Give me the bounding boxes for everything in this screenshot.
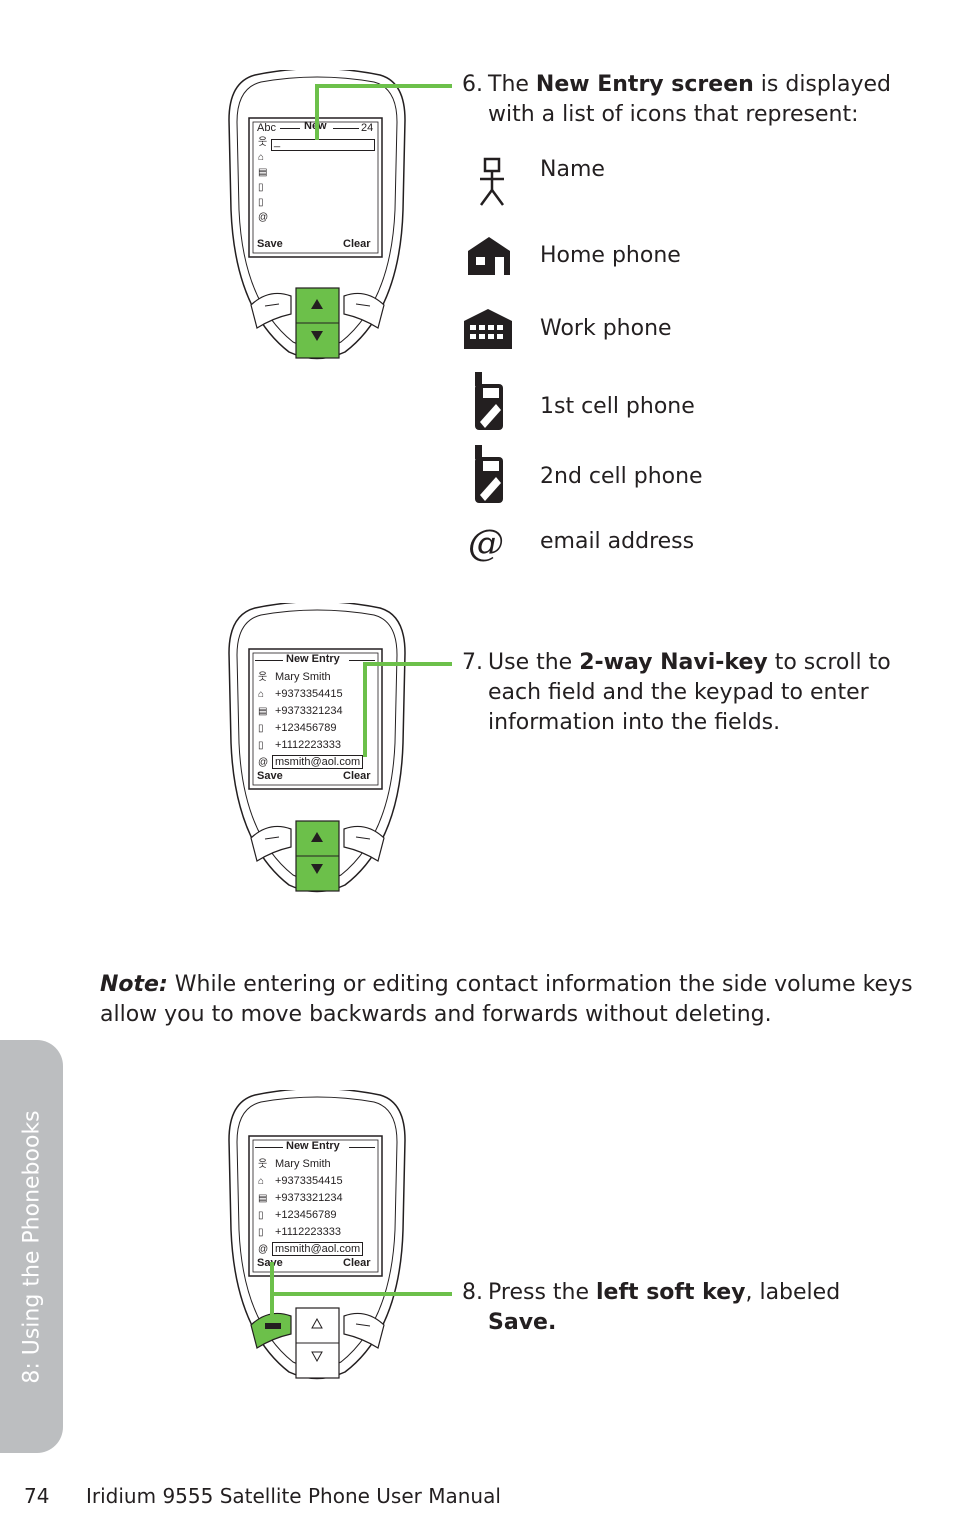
cell-phone-icon: ▯ [258,1210,264,1221]
at-sign-icon: @ [258,757,269,768]
cell-phone-icon: ▯ [258,740,264,751]
screen-title: New Entry [286,1140,340,1152]
email-field: msmith@aol.com [272,1242,364,1256]
person-icon: 웃 [258,137,268,148]
phone-illustration-1: Abc New 24 _ 웃⌂▤▯▯@ Save Clear [225,67,410,360]
screen-left-softkey-label: Save [257,238,283,250]
phone-body [228,67,406,360]
name-field: Mary Smith [275,671,331,683]
at-sign-icon: @ [258,212,269,223]
screen-left-softkey-label: Save [257,770,283,782]
screen-right-softkey-label: Clear [343,1257,371,1269]
email-field: msmith@aol.com [272,755,364,769]
screen-field-values: Mary Smith +9373354415 +9373321234 +1234… [272,669,364,771]
cell1-field: +123456789 [275,722,337,734]
legend-label-cell2: 2nd cell phone [540,464,703,489]
note-label: Note: [100,972,168,997]
phone-illustration-3: New Entry 웃 ⌂ ▤ ▯ ▯ @ Mary Smith +9373354415 … [225,1087,410,1380]
screen-icon-column: 웃 ⌂ ▤ ▯ ▯ @ [258,1156,268,1258]
page-number: 74 [24,1484,50,1508]
screen-title: New Entry [286,653,340,665]
cell2-field: +1112223333 [275,1226,341,1238]
work-phone-field: +9373321234 [275,1192,343,1204]
step-6: 6.The New Entry screen is displayed with… [462,72,891,127]
screen-right-softkey-label: Clear [343,770,371,782]
cell-phone-icon [472,443,506,505]
office-building-icon: ▤ [258,706,268,717]
work-phone-field: +9373321234 [275,705,343,717]
screen-count: 24 [361,122,374,134]
footer-title: Iridium 9555 Satellite Phone User Manual [86,1484,501,1508]
screen-left-softkey-label: Save [257,1257,283,1269]
chapter-tab: 8: Using the Phonebooks [0,1040,63,1453]
person-icon: 웃 [258,1159,268,1170]
callout-line-3 [270,1292,452,1296]
phone-body [228,600,406,893]
icon-legend: Name Home phone Work phone 1st cell phon… [462,155,882,575]
home-icon: ⌂ [258,1176,265,1187]
screen-mode: Abc [257,122,276,134]
at-sign-icon: @ [468,523,504,564]
cell-phone-icon: ▯ [258,1227,264,1238]
home-icon [466,235,512,277]
callout-line-3-vertical [270,1262,274,1322]
cell-phone-icon: ▯ [258,197,264,208]
chapter-tab-label: 8: Using the Phonebooks [19,1109,44,1384]
cell2-field: +1112223333 [275,739,341,751]
home-icon: ⌂ [258,152,265,163]
at-sign-icon: @ [258,1244,269,1255]
cell-phone-icon [472,370,506,432]
person-icon [472,157,512,207]
note-paragraph: Note: While entering or editing contact … [100,972,913,1027]
legend-label-email: email address [540,529,695,554]
legend-label-name: Name [540,157,605,182]
legend-label-home: Home phone [540,243,681,268]
office-building-icon [462,307,514,351]
legend-label-cell1: 1st cell phone [540,394,695,419]
cell-phone-icon: ▯ [258,723,264,734]
phone-illustration-2: New Entry 웃 ⌂ ▤ ▯ ▯ @ Mary Smith +9373354415 … [225,600,410,893]
callout-line-1-vertical [315,84,319,140]
cell1-field: +123456789 [275,1209,337,1221]
office-building-icon: ▤ [258,1193,268,1204]
home-phone-field: +9373354415 [275,1175,343,1187]
home-icon: ⌂ [258,689,265,700]
callout-line-2-vertical [363,662,367,757]
office-building-icon: ▤ [258,167,268,178]
legend-label-work: Work phone [540,316,672,341]
name-field: Mary Smith [275,1158,331,1170]
cell-phone-icon: ▯ [258,182,264,193]
home-phone-field: +9373354415 [275,688,343,700]
callout-line-1 [315,84,452,88]
name-input-field: _ [271,136,375,151]
screen-right-softkey-label: Clear [343,238,371,250]
person-icon: 웃 [258,672,268,683]
screen-field-values: Mary Smith +9373354415 +9373321234 +1234… [272,1156,364,1258]
callout-line-2 [363,662,452,666]
step-7: 7.Use the 2-way Navi-key to scroll to ea… [462,650,891,735]
screen-icon-column: 웃 ⌂ ▤ ▯ ▯ @ [258,669,268,771]
step-8: 8.Press the left soft key, labeled Save. [462,1280,841,1335]
screen-icon-column: 웃 ⌂ ▤ ▯ ▯ @ [258,135,268,225]
